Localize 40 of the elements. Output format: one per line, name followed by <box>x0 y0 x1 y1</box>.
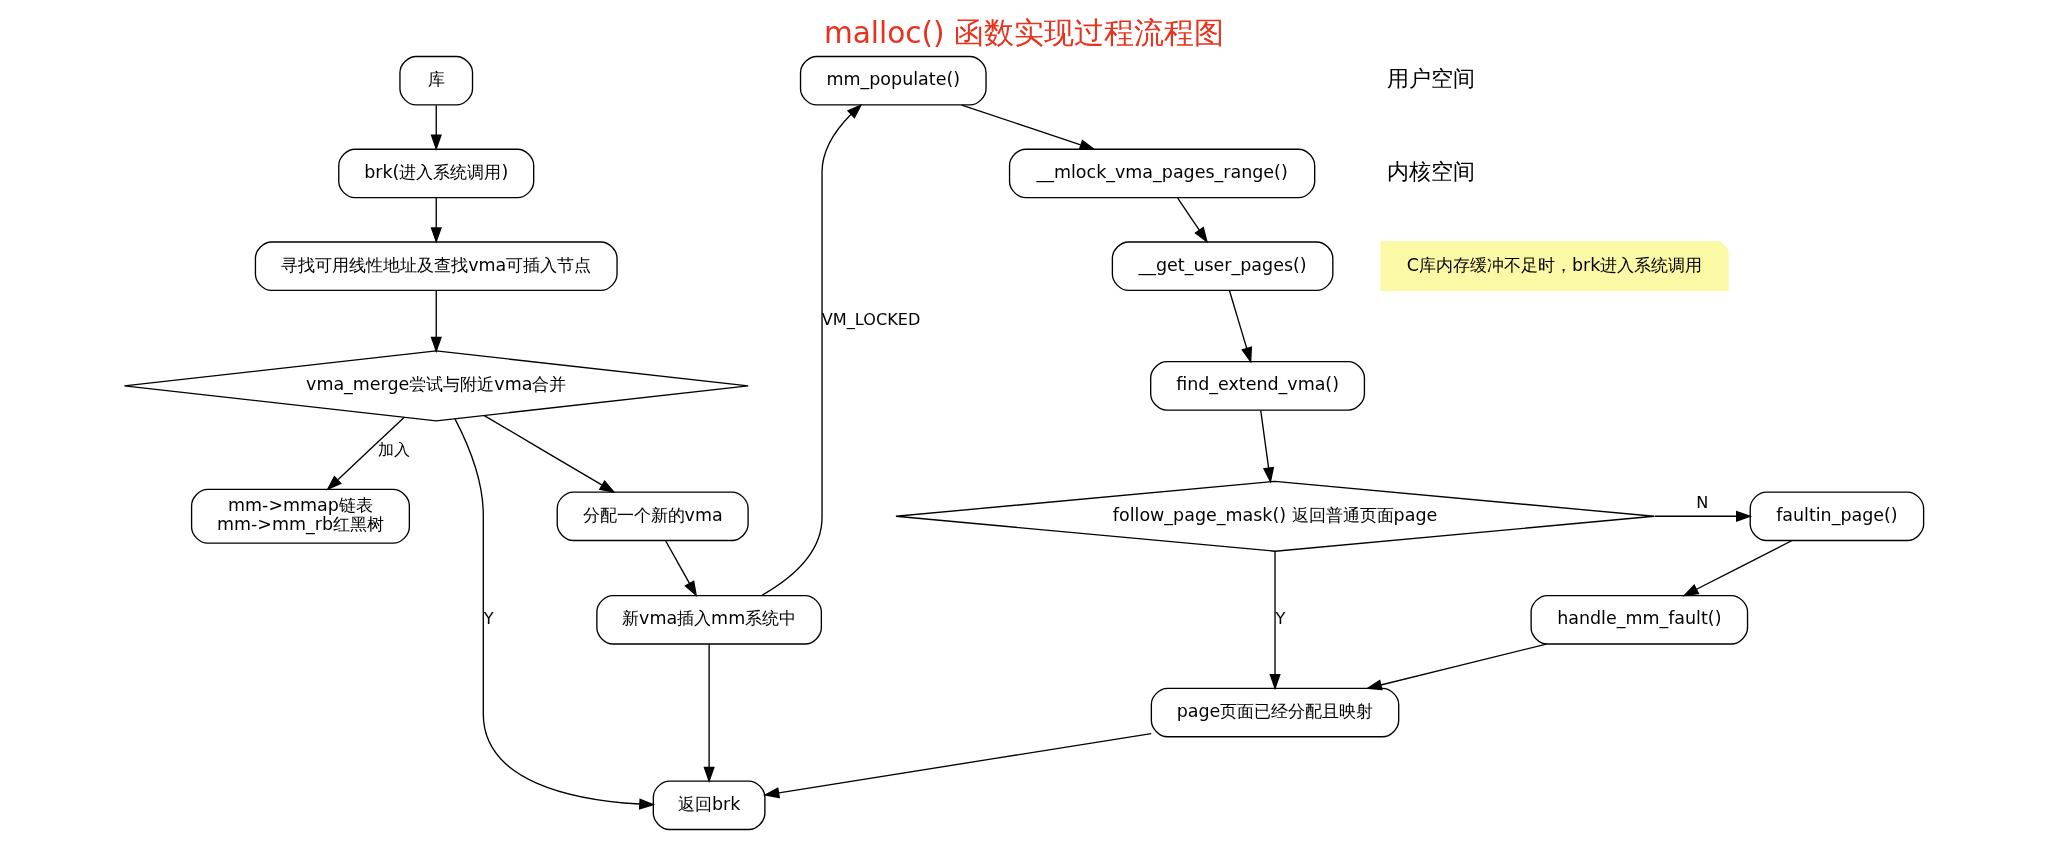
label: 用户空间 <box>1386 65 1475 91</box>
arrow <box>760 103 863 597</box>
edge-label: N <box>1696 492 1709 512</box>
node-box: brk(进入系统调用) <box>338 148 535 199</box>
label: 内核空间 <box>1386 158 1475 184</box>
node-box: page页面已经分配且映射 <box>1150 687 1400 738</box>
node-box: faultin_page() <box>1749 491 1925 542</box>
arrow <box>483 414 616 494</box>
arrow <box>326 416 405 491</box>
node-box: 寻找可用线性地址及查找vma可插入节点 <box>254 241 618 292</box>
arrow <box>1260 409 1275 484</box>
edge-label: 加入 <box>377 440 410 460</box>
arrow <box>1365 643 1548 691</box>
node-box: 返回brk <box>652 780 766 831</box>
arrow <box>430 104 442 151</box>
diagram-title: malloc() 函数实现过程流程图 <box>823 15 1225 50</box>
arrow <box>1653 510 1753 522</box>
node-diamond: follow_page_mask() 返回普通页面page <box>895 480 1655 552</box>
arrow <box>454 418 656 810</box>
arrow <box>430 197 442 244</box>
arrow <box>1682 539 1793 597</box>
arrow <box>961 104 1096 151</box>
node-box: mm_populate() <box>799 55 987 106</box>
node-box: 库 <box>399 55 474 106</box>
node-diamond: vma_merge尝试与附近vma合并 <box>123 350 749 422</box>
node-box: find_extend_vma() <box>1150 361 1366 411</box>
edge-label: Y <box>483 608 494 628</box>
node-box: 新vma插入mm系统中 <box>596 594 823 645</box>
arrow <box>1228 290 1253 364</box>
arrow <box>664 539 698 598</box>
node-box: 分配一个新的vma <box>556 491 749 542</box>
node-box: __get_user_pages() <box>1111 241 1334 292</box>
node-box: __mlock_vma_pages_range() <box>1008 148 1316 199</box>
arrow <box>763 732 1152 799</box>
node-box: mm->mmap链表 mm->mm_rb红黑树 <box>190 488 411 544</box>
arrow <box>430 290 442 353</box>
node-box: handle_mm_fault() <box>1530 594 1749 645</box>
arrow <box>703 643 715 783</box>
arrow <box>1177 197 1208 244</box>
arrow <box>1269 550 1281 691</box>
